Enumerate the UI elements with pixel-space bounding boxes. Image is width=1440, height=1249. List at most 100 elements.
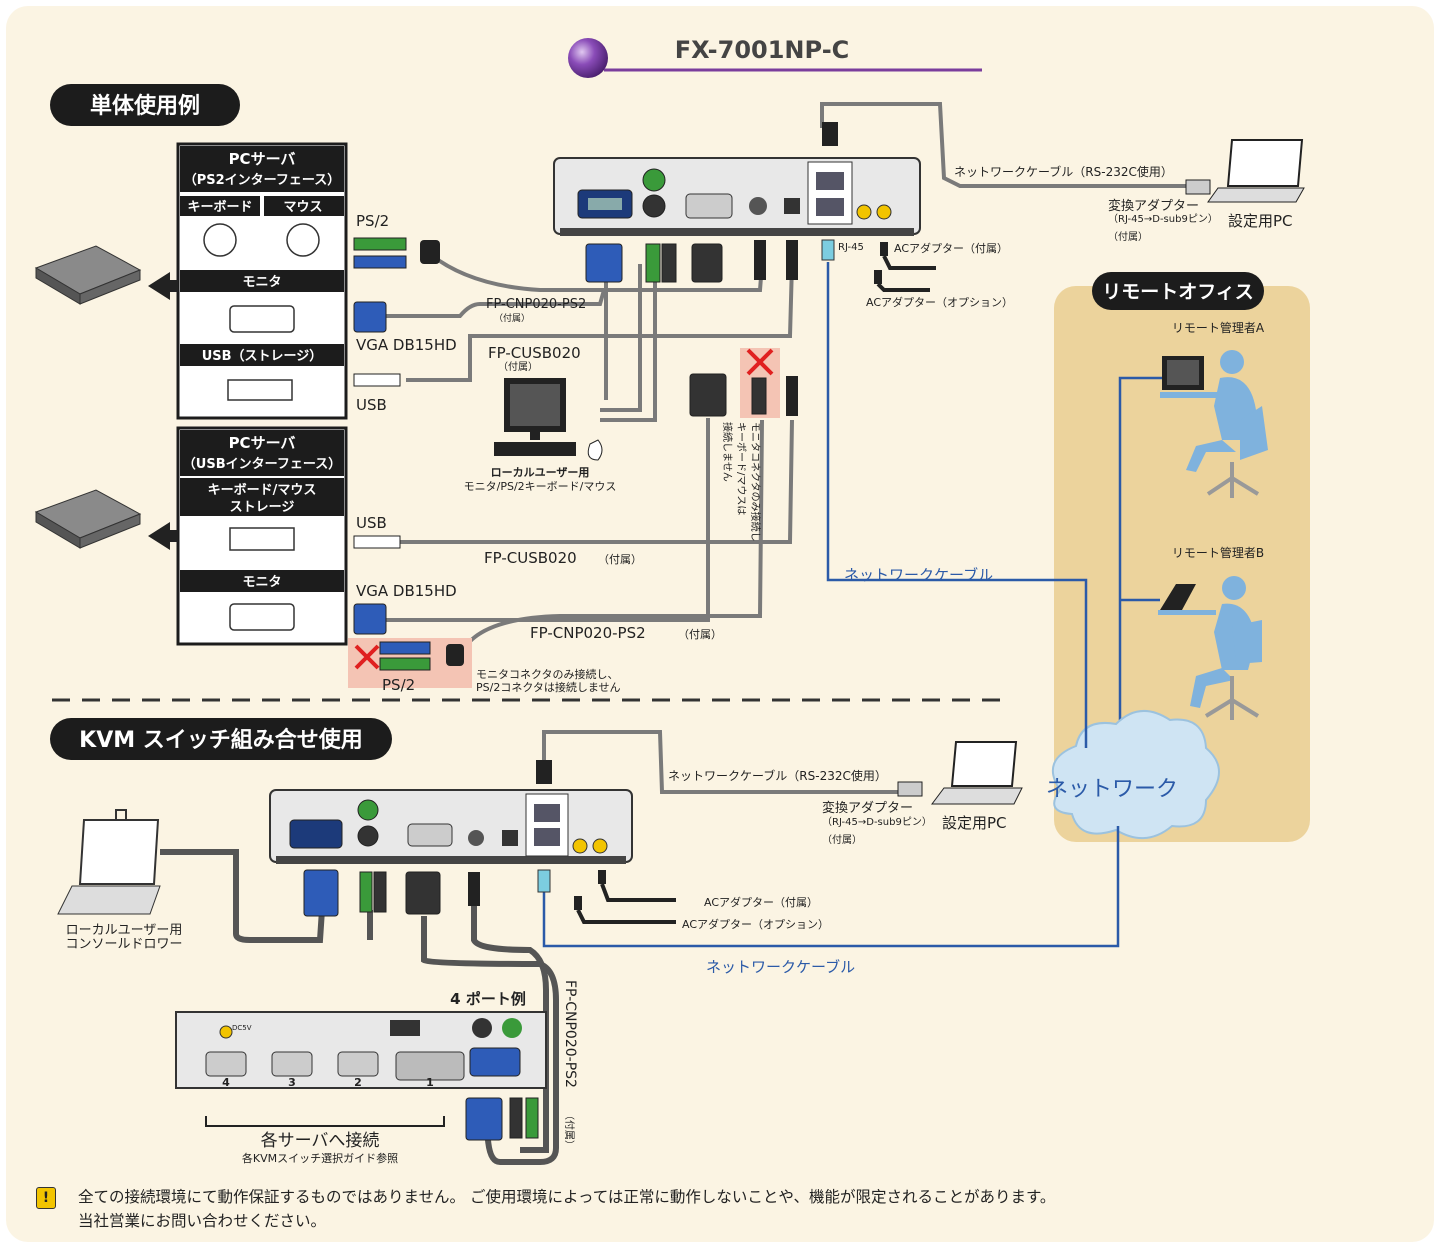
vertical-note-3: 接続しません [721,422,734,482]
rj45-plug-bottom-icon [537,869,551,893]
adapter-spec: （RJ-45→D-sub9ピン） [1108,213,1218,225]
title-ball-icon [568,38,608,78]
setup-pc-label-2: 設定用PC [942,814,1007,832]
ps2-keyboard-label: キーボード [187,199,252,215]
console-drawer-label-2: コンソールドロワー [65,937,182,952]
kvm-vga-plug-icon [465,1097,503,1141]
usb-kbms-label: キーボード/マウス [208,482,317,498]
adapter-label: 変換アダプター [1108,198,1199,214]
rs232c-plug-bottom-icon [536,760,552,784]
ac-included-label: ACアダプター（付属） [894,241,1008,255]
usb-server-subtitle: （USBインターフェース） [183,456,341,472]
cnp-vertical-label: FP-CNP020-PS2 [562,980,578,1088]
footer-line-2: 当社営業にお問い合わせください。 [78,1212,327,1230]
admin-b-person-icon [1158,576,1262,720]
arrow-icon-1 [148,272,178,300]
adapter-spec-2: （RJ-45→D-sub9ピン） [822,816,932,828]
admin-b-label: リモート管理者B [1172,545,1264,560]
remote-office-badge [1092,272,1264,310]
page-title: FX-7001NP-C [675,36,850,64]
console-drawer-label-1: ローカルユーザー用 [66,923,183,938]
ps2-bottom-green-icon [379,657,431,671]
rj45-label: RJ-45 [838,242,864,253]
vga-label: VGA DB15HD [356,336,457,354]
section1-badge [50,84,240,126]
servers-bracket [205,1116,445,1127]
ps2-purple-cable-icon [353,255,407,269]
rs232c-plug-icon [822,122,838,146]
section1-title: 単体使用例 [90,93,200,119]
guide-ref-label: 各KVMスイッチ選択ガイド参照 [242,1151,398,1165]
network-cloud [1051,709,1220,840]
network-cloud-label: ネットワーク [1046,777,1178,802]
local-monitor-icon [494,378,603,461]
ps2-label: PS/2 [356,212,389,230]
adapter-label-2: 変換アダプター [822,800,913,816]
ps2-bottom-label: PS/2 [382,676,415,694]
ac-option-label-2: ACアダプター（オプション） [682,917,829,931]
cross-icon-2 [354,644,380,670]
usb-storage-label: ストレージ [230,500,295,515]
adapter-note-2: （付属） [822,833,862,846]
usb-plug-top2-icon [786,240,798,280]
port2-label: 2 [354,1076,362,1089]
arrow-icon-2 [148,522,178,550]
remote-office-title: リモートオフィス [1102,281,1254,303]
ps2-server-title: PCサーバ [229,150,296,168]
network-cable-top [826,262,1088,748]
vga-plug-bottom-icon [303,869,339,917]
vertical-note-2: キーボード/マウスは [735,422,747,515]
footer-line-1: 全ての接続環境にて動作保証するものではありません。 ご使用環境によっては正常に動… [78,1188,1056,1206]
section2-title: KVM スイッチ組み合せ使用 [79,727,363,753]
ac-option-label: ACアダプター（オプション） [866,295,1013,309]
monitor-only-note-2: PS/2コネクタは接続しません [476,680,621,694]
rs232c-cable [820,102,1186,188]
local-user-label-2: モニタ/PS/2キーボード/マウス [464,480,617,493]
usb-server-box [176,426,348,646]
cross-icon-1 [746,348,774,376]
ps2-black-bottom-icon [373,871,387,913]
cnp-ps2-label-2: FP-CNP020-PS2 [530,624,646,642]
cusb-label-2: FP-CUSB020 [484,549,577,567]
setup-pc-top-icon [1185,139,1305,203]
rs232c-cable-bottom [542,730,900,794]
port4-label: 4 [222,1076,230,1089]
network-cable-bottom [542,826,1120,948]
port3-label: 3 [288,1076,296,1089]
usb-plug-top-icon [754,240,766,280]
ac-adapter-top-icons [874,242,936,292]
ps2-green-bottom-icon [359,871,373,913]
cusb-note: （付属） [498,360,538,373]
ps2-mouse-label: マウス [283,200,322,215]
vga-left-top-icon [353,301,387,333]
usb-label-2: USB [356,514,387,532]
warning-icon: ! [36,1187,56,1209]
vga-plug-top-icon [585,243,623,283]
vga-plug-mid-icon [689,373,727,417]
ps2-monitor-label: モニタ [242,275,281,290]
vga-label-2: VGA DB15HD [356,582,457,600]
rj45-plug-icon [821,239,835,261]
port1-label: 1 [426,1076,434,1089]
vga-black-bottom-icon [405,871,441,915]
ps2-bottom-purple-icon [379,641,431,655]
ps2-server-box [176,142,348,420]
ps2-mid-plug-icon [751,377,767,415]
vertical-note-1: モニタコネクタのみ接続し [749,422,762,542]
cusb-label: FP-CUSB020 [488,344,581,362]
rs232c-label: ネットワークケーブル（RS-232C使用） [954,164,1173,179]
main-unit-bottom [269,789,633,864]
cnp-ps2-note-2: （付属） [678,628,722,641]
server-hardware-icon-2 [34,489,142,549]
cnp-ps2-note: （付属） [494,313,530,324]
cnp-ps2-label: FP-CNP020-PS2 [486,297,586,312]
vga-black-plug-icon [691,243,723,283]
usb-monitor-label: モニタ [242,575,281,590]
local-user-label-1: ローカルユーザー用 [491,466,590,479]
cable-bundle-bottom [160,849,559,1165]
footer-note: 全ての接続環境にて動作保証するものではありません。 ご使用環境によっては正常に動… [78,1185,1055,1233]
kvm-ps2-black-icon [509,1097,523,1139]
ac-included-label-2: ACアダプター（付属） [704,895,818,909]
